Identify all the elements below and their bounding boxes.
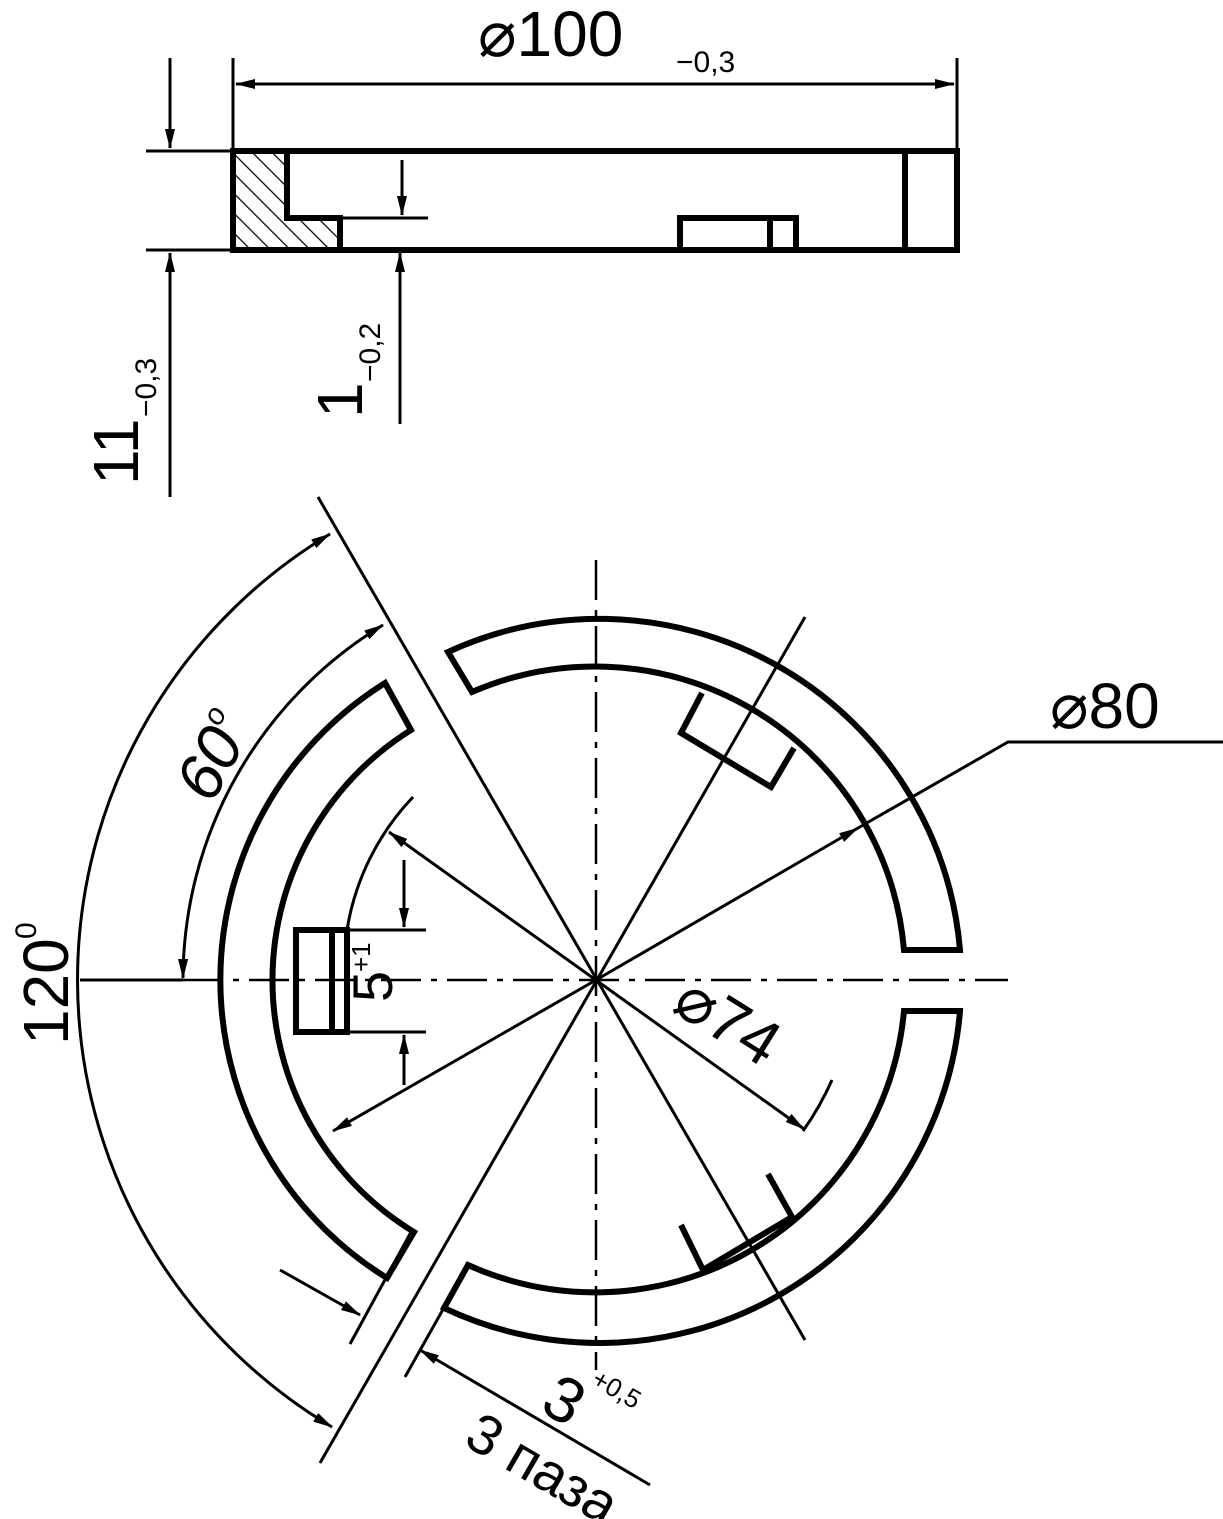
section-step-line	[284, 151, 343, 250]
ring-segment-top-right	[443, 615, 964, 953]
dim-text-100: ⌀100	[478, 0, 623, 70]
hatched-section	[236, 154, 340, 247]
dim-line-74-b	[332, 978, 597, 1133]
slot-marker-top	[677, 691, 797, 792]
dim-text-5: 5	[341, 971, 404, 1002]
dim-text-11: 11	[80, 419, 152, 485]
diameter-symbol-80: ⌀	[1050, 670, 1089, 742]
dim-text-80: ⌀80	[1050, 670, 1160, 742]
section-view: ⌀100 −0,3 11 −0,3 1 −0,2	[80, 0, 960, 497]
angle-text-120: 120	[10, 938, 82, 1045]
angle-arc-120	[76, 532, 333, 1429]
slot-profile	[677, 215, 799, 253]
gap-dim-right	[419, 1348, 651, 1487]
dim-text-74: ⌀74	[663, 961, 794, 1080]
gap-ext-line-b	[403, 1264, 470, 1378]
gap-dim-left	[279, 1268, 361, 1317]
arc-74-ext	[801, 1079, 834, 1132]
angle-arc-60	[178, 623, 384, 979]
section-outline	[230, 148, 960, 253]
diameter-symbol: ⌀	[478, 0, 517, 70]
gap-text-3: 3	[531, 1360, 598, 1440]
leader-80-shelf	[857, 740, 1223, 830]
dim-tol-1: −0,2	[354, 323, 387, 382]
leader-80	[595, 826, 859, 982]
dim-tol-11: −0,3	[130, 358, 163, 417]
dim-tol-100: −0,3	[676, 46, 735, 79]
slot-marker-bottom-right	[678, 1172, 797, 1275]
angle-unit-120: 0	[10, 922, 43, 939]
ring-segment-bottom-right	[439, 1008, 964, 1346]
dim-text-1: 1	[304, 382, 376, 418]
dim-tol-5: +1	[346, 942, 376, 972]
gap-ext-line-a	[348, 1231, 413, 1345]
angle-text-60: 60	[161, 715, 258, 812]
plan-view: ⌀80 ⌀74 5 +1 60 o 120 0	[10, 496, 1223, 1519]
gap-tol-3: +0,5	[587, 1363, 646, 1415]
